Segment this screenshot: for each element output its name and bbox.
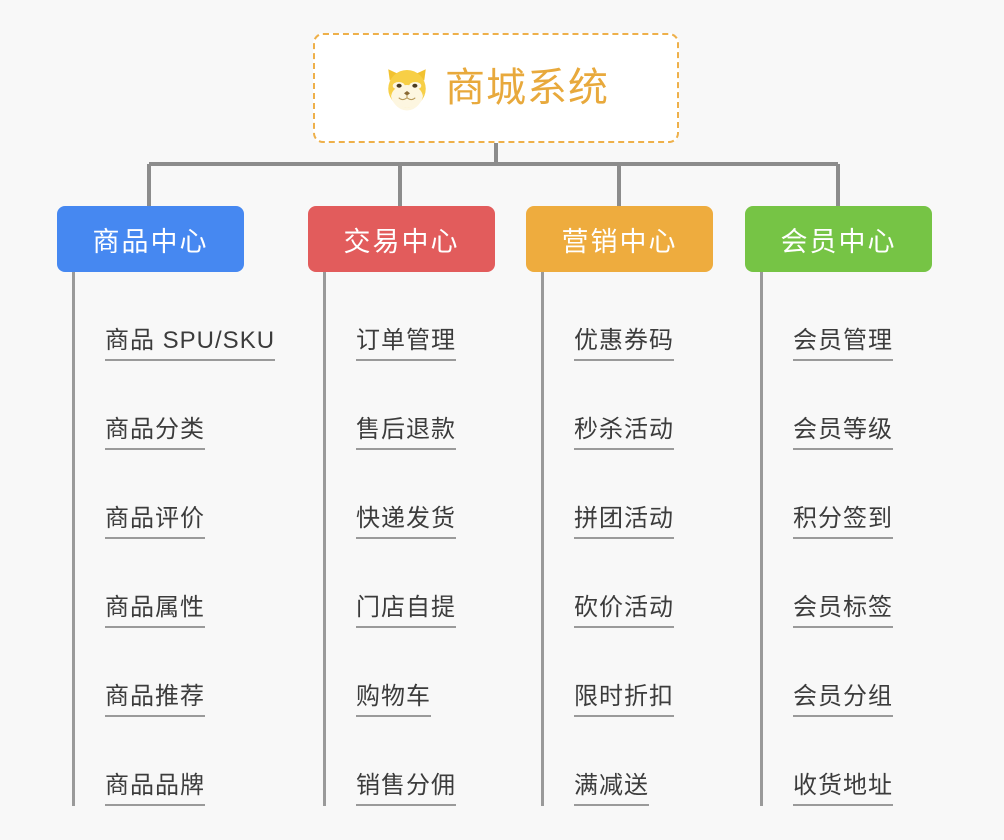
list-item[interactable]: 会员等级 bbox=[763, 361, 965, 450]
list-item[interactable]: 会员管理 bbox=[763, 272, 965, 361]
leaf-label: 砍价活动 bbox=[574, 594, 674, 628]
leaf-label: 商品品牌 bbox=[105, 772, 205, 806]
leaf-label: 收货地址 bbox=[793, 772, 893, 806]
category-header-label: 商品中心 bbox=[92, 226, 209, 257]
list-item[interactable]: 门店自提 bbox=[326, 539, 528, 628]
list-item[interactable]: 售后退款 bbox=[326, 361, 528, 450]
list-item[interactable]: 限时折扣 bbox=[544, 628, 746, 717]
category-header-product[interactable]: 商品中心 bbox=[57, 206, 244, 272]
list-item[interactable]: 收货地址 bbox=[763, 717, 965, 806]
leaf-label: 满减送 bbox=[574, 772, 649, 806]
list-item[interactable]: 秒杀活动 bbox=[544, 361, 746, 450]
leaf-label: 购物车 bbox=[356, 683, 431, 717]
list-item[interactable]: 商品 SPU/SKU bbox=[75, 272, 277, 361]
list-item[interactable]: 商品评价 bbox=[75, 450, 277, 539]
category-header-trade[interactable]: 交易中心 bbox=[308, 206, 495, 272]
leaf-label: 商品评价 bbox=[105, 505, 205, 539]
list-item[interactable]: 销售分佣 bbox=[326, 717, 528, 806]
leaf-label: 商品推荐 bbox=[105, 683, 205, 717]
leaf-label: 会员等级 bbox=[793, 416, 893, 450]
category-column-member: 会员中心 会员管理 会员等级 积分签到 会员标签 会员分组 收货地址 bbox=[745, 206, 965, 806]
list-item[interactable]: 商品推荐 bbox=[75, 628, 277, 717]
list-item[interactable]: 优惠券码 bbox=[544, 272, 746, 361]
root-node[interactable]: 商城系统 bbox=[313, 33, 679, 143]
leaf-label: 门店自提 bbox=[356, 594, 456, 628]
list-item[interactable]: 快递发货 bbox=[326, 450, 528, 539]
category-header-marketing[interactable]: 营销中心 bbox=[526, 206, 713, 272]
leaf-list-marketing: 优惠券码 秒杀活动 拼团活动 砍价活动 限时折扣 满减送 bbox=[541, 272, 746, 806]
leaf-label: 优惠券码 bbox=[574, 327, 674, 361]
root-title: 商城系统 bbox=[445, 66, 609, 110]
category-header-label: 会员中心 bbox=[780, 226, 897, 257]
leaf-label: 商品 SPU/SKU bbox=[105, 327, 276, 361]
category-header-label: 营销中心 bbox=[561, 226, 678, 257]
category-header-member[interactable]: 会员中心 bbox=[745, 206, 932, 272]
leaf-label: 拼团活动 bbox=[574, 505, 674, 539]
leaf-label: 商品分类 bbox=[105, 416, 205, 450]
leaf-label: 会员管理 bbox=[793, 327, 893, 361]
category-header-label: 交易中心 bbox=[343, 226, 460, 257]
category-column-marketing: 营销中心 优惠券码 秒杀活动 拼团活动 砍价活动 限时折扣 满减送 bbox=[526, 206, 746, 806]
leaf-label: 秒杀活动 bbox=[574, 416, 674, 450]
category-column-product: 商品中心 商品 SPU/SKU 商品分类 商品评价 商品属性 商品推荐 商品品牌 bbox=[57, 206, 277, 806]
leaf-label: 会员分组 bbox=[793, 683, 893, 717]
leaf-label: 快递发货 bbox=[356, 505, 456, 539]
leaf-list-member: 会员管理 会员等级 积分签到 会员标签 会员分组 收货地址 bbox=[760, 272, 965, 806]
shiba-dog-face-icon bbox=[388, 69, 426, 111]
list-item[interactable]: 订单管理 bbox=[326, 272, 528, 361]
list-item[interactable]: 满减送 bbox=[544, 717, 746, 806]
leaf-label: 订单管理 bbox=[356, 327, 456, 361]
leaf-list-product: 商品 SPU/SKU 商品分类 商品评价 商品属性 商品推荐 商品品牌 bbox=[72, 272, 277, 806]
list-item[interactable]: 购物车 bbox=[326, 628, 528, 717]
leaf-label: 售后退款 bbox=[356, 416, 456, 450]
list-item[interactable]: 商品分类 bbox=[75, 361, 277, 450]
list-item[interactable]: 商品属性 bbox=[75, 539, 277, 628]
list-item[interactable]: 会员标签 bbox=[763, 539, 965, 628]
list-item[interactable]: 商品品牌 bbox=[75, 717, 277, 806]
leaf-label: 积分签到 bbox=[793, 505, 893, 539]
leaf-label: 限时折扣 bbox=[574, 683, 674, 717]
leaf-label: 销售分佣 bbox=[356, 772, 456, 806]
list-item[interactable]: 积分签到 bbox=[763, 450, 965, 539]
category-column-trade: 交易中心 订单管理 售后退款 快递发货 门店自提 购物车 销售分佣 bbox=[308, 206, 528, 806]
list-item[interactable]: 会员分组 bbox=[763, 628, 965, 717]
leaf-list-trade: 订单管理 售后退款 快递发货 门店自提 购物车 销售分佣 bbox=[323, 272, 528, 806]
leaf-label: 会员标签 bbox=[793, 594, 893, 628]
list-item[interactable]: 拼团活动 bbox=[544, 450, 746, 539]
list-item[interactable]: 砍价活动 bbox=[544, 539, 746, 628]
leaf-label: 商品属性 bbox=[105, 594, 205, 628]
